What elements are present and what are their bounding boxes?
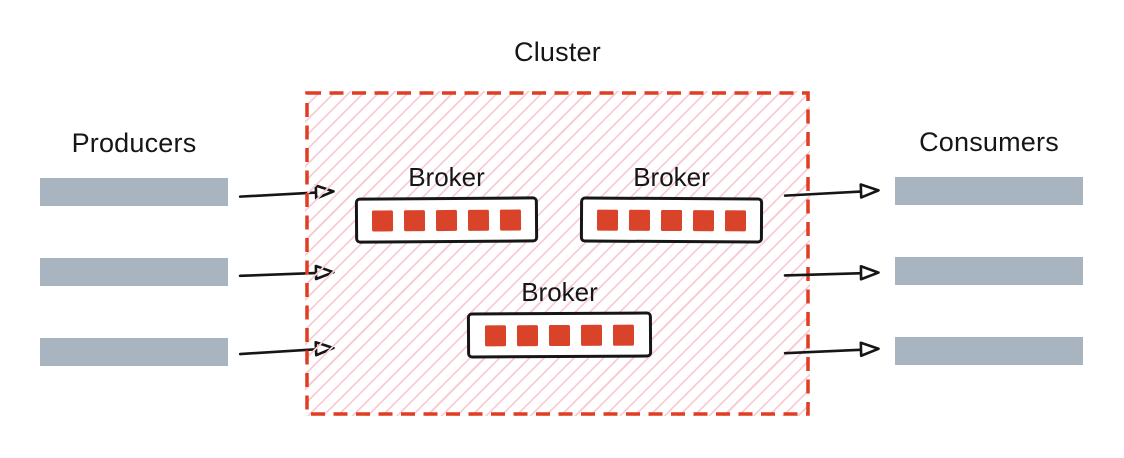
partition-square [660, 209, 683, 231]
broker-1: Broker [354, 161, 539, 244]
broker-box [579, 196, 764, 244]
broker-box [466, 311, 653, 359]
consumer-arrow-icon [783, 183, 880, 199]
broker-label: Broker [633, 162, 710, 192]
broker-3: Broker [466, 276, 653, 359]
consumer-arrow-icon [783, 264, 880, 281]
producer-bar [40, 258, 228, 286]
producers-bars [40, 178, 228, 366]
cluster-boundary: Broker Broker Broker [305, 91, 810, 416]
consumer-arrow-icon [783, 341, 880, 358]
consumer-bar [895, 337, 1083, 365]
producer-bar [40, 178, 228, 206]
producers-label: Producers [71, 128, 197, 158]
partition-square [724, 209, 747, 231]
broker-label: Broker [408, 162, 485, 192]
partition-square [596, 209, 619, 231]
partition-square [467, 209, 490, 231]
partition-square [371, 209, 394, 232]
broker-box [354, 196, 539, 244]
partition-square [580, 324, 603, 346]
broker-2: Broker [579, 161, 764, 244]
partition-square [403, 209, 426, 231]
partition-square [435, 209, 458, 231]
partition-square [499, 208, 522, 231]
partition-square [548, 324, 571, 346]
consumers-label: Consumers [919, 127, 1059, 157]
cluster-dashed-border-icon [305, 91, 810, 416]
cluster-label: Cluster [514, 37, 601, 67]
producer-bar [40, 338, 228, 366]
consumers-bars [895, 177, 1083, 365]
partition-square [692, 209, 715, 231]
consumer-bar [895, 257, 1083, 285]
consumer-bar [895, 177, 1083, 205]
partition-square [484, 324, 507, 346]
partition-square [516, 324, 539, 346]
broker-label: Broker [521, 277, 598, 307]
partition-square [612, 324, 635, 346]
partition-square [628, 209, 651, 231]
